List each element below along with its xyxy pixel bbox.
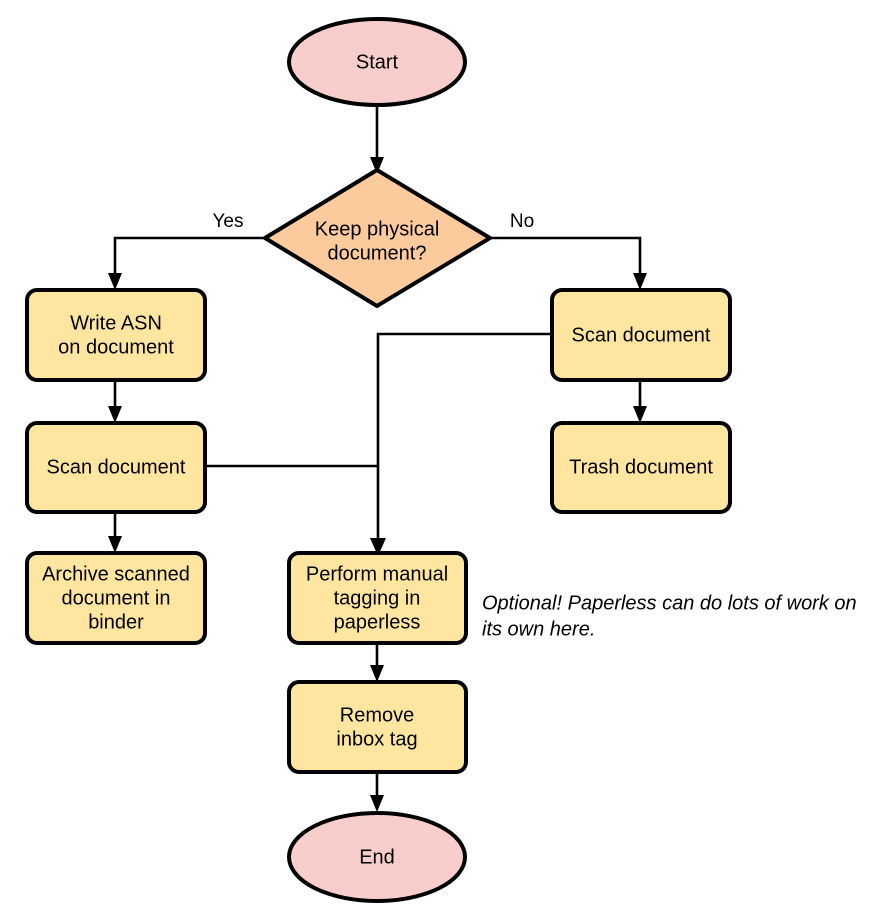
edge-label-yes: Yes (213, 211, 244, 232)
node-perform-manual-tagging[interactable]: Perform manual tagging in paperless (287, 551, 468, 645)
node-remove-inbox-label-line1: Remove (340, 704, 414, 726)
node-end-label: End (359, 846, 395, 868)
process-box[interactable] (287, 680, 468, 774)
arrowhead-icon (370, 157, 384, 174)
node-archive-label-line2: document in (62, 587, 171, 609)
edge-label-no: No (510, 211, 534, 232)
edge-line (376, 332, 552, 542)
node-archive-label-line3: binder (88, 611, 144, 633)
edge-scan-left-to-archive (108, 512, 122, 553)
edge-line (490, 236, 642, 279)
edge-scan-right-to-manual-tagging (370, 332, 552, 556)
process-box[interactable] (550, 421, 732, 514)
node-archive-scanned-document[interactable]: Archive scanned document in binder (25, 551, 207, 645)
node-scan-document-right[interactable]: Scan document (550, 288, 732, 382)
node-scan-document-left[interactable]: Scan document (25, 421, 207, 514)
node-start[interactable]: Start (287, 17, 467, 107)
node-trash-document[interactable]: Trash document (550, 421, 732, 514)
node-archive-label-line1: Archive scanned (42, 563, 190, 585)
start-ellipse[interactable] (287, 17, 467, 107)
node-decision-label-line1: Keep physical (315, 218, 440, 240)
process-box[interactable] (25, 421, 207, 514)
annotation-line2: its own here. (482, 618, 595, 640)
edge-decision-yes-to-write-asn (108, 236, 265, 290)
arrowhead-icon (108, 406, 122, 423)
node-trash-label: Trash document (569, 456, 713, 478)
node-remove-inbox-label-line2: inbox tag (336, 728, 417, 750)
process-box[interactable] (550, 288, 732, 382)
arrowhead-icon (370, 538, 386, 556)
node-write-asn-on-document[interactable]: Write ASN on document (25, 288, 207, 382)
node-remove-inbox-tag[interactable]: Remove inbox tag (287, 680, 468, 774)
node-manual-tagging-label-line1: Perform manual (306, 563, 448, 585)
arrowhead-icon (108, 536, 122, 553)
edge-line (113, 236, 265, 279)
end-ellipse[interactable] (287, 811, 467, 903)
process-box[interactable] (287, 551, 468, 645)
process-box[interactable] (25, 551, 207, 645)
process-box[interactable] (25, 288, 207, 382)
node-decision-keep-physical-document[interactable]: Keep physical document? (263, 168, 492, 308)
arrowhead-icon (370, 795, 384, 812)
edge-manual-tagging-to-remove-inbox (370, 643, 384, 682)
annotation-line1: Optional! Paperless can do lots of work … (482, 592, 857, 614)
node-start-label: Start (356, 51, 399, 73)
node-scan-right-label: Scan document (572, 324, 711, 346)
arrowhead-icon (633, 273, 647, 290)
annotation-optional-note: Optional! Paperless can do lots of work … (482, 592, 857, 640)
arrowhead-icon (633, 406, 647, 423)
edge-write-asn-to-scan-left (108, 380, 122, 423)
edge-scan-right-to-trash (633, 380, 647, 423)
node-write-asn-label-line1: Write ASN (70, 312, 162, 334)
decision-diamond[interactable] (263, 168, 492, 308)
edge-start-to-decision (370, 104, 384, 174)
arrowhead-icon (108, 273, 122, 290)
node-manual-tagging-label-line2: tagging in (334, 587, 421, 609)
edge-decision-no-to-scan-right (490, 236, 647, 290)
node-scan-left-label: Scan document (47, 456, 186, 478)
node-write-asn-label-line2: on document (58, 336, 174, 358)
node-decision-label-line2: document? (328, 242, 427, 264)
node-end[interactable]: End (287, 811, 467, 903)
node-manual-tagging-label-line3: paperless (334, 611, 421, 633)
arrowhead-icon (370, 665, 384, 682)
edge-remove-inbox-to-end (370, 772, 384, 812)
